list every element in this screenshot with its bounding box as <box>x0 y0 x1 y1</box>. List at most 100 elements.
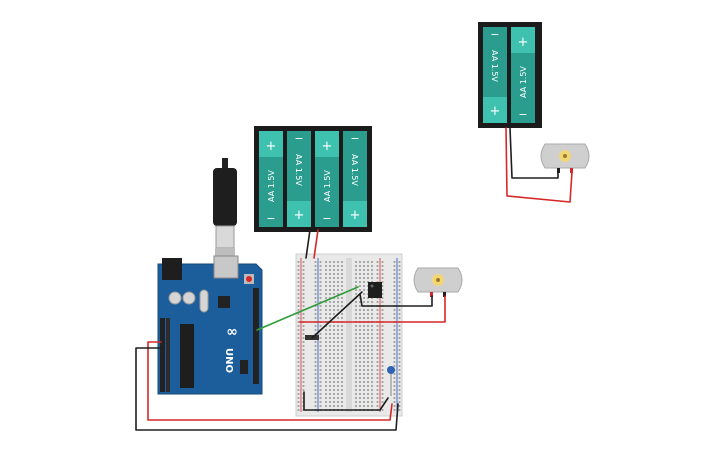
breadboard-hole <box>325 401 327 403</box>
ceramic-capacitor[interactable] <box>387 366 395 396</box>
breadboard-hole <box>314 381 317 383</box>
breadboard-hole <box>367 325 369 327</box>
battery-pack-2aa[interactable]: − + AA 1.5V + − AA 1.5V <box>478 22 542 128</box>
breadboard-hole <box>381 281 384 283</box>
breadboard-hole <box>371 405 373 407</box>
breadboard-hole <box>355 397 357 399</box>
dc-motor-2[interactable] <box>540 143 590 173</box>
breadboard-hole <box>325 385 327 387</box>
breadboard-hole <box>297 309 300 311</box>
breadboard-hole <box>359 373 361 375</box>
breadboard-hole <box>363 389 365 391</box>
breadboard-hole <box>359 349 361 351</box>
breadboard-hole <box>319 369 322 371</box>
breadboard-hole <box>376 313 379 315</box>
breadboard-hole <box>367 349 369 351</box>
breadboard[interactable] <box>295 253 403 417</box>
breadboard-hole <box>333 337 335 339</box>
breadboard-hole <box>329 265 331 267</box>
wire-black <box>303 391 389 411</box>
breadboard-hole <box>337 373 339 375</box>
breadboard-hole <box>337 273 339 275</box>
breadboard-hole <box>381 377 384 379</box>
breadboard-hole <box>319 293 322 295</box>
breadboard-hole <box>333 265 335 267</box>
breadboard-hole <box>363 269 365 271</box>
breadboard-hole <box>355 385 357 387</box>
breadboard-hole <box>337 349 339 351</box>
breadboard-hole <box>325 349 327 351</box>
dc-motor-1[interactable] <box>413 267 463 297</box>
crystal <box>199 289 209 313</box>
digital-header[interactable] <box>253 288 259 384</box>
power-header[interactable] <box>166 318 170 392</box>
breadboard-hole <box>302 357 305 359</box>
breadboard-hole <box>314 301 317 303</box>
breadboard-hole <box>371 349 373 351</box>
breadboard-hole <box>325 361 327 363</box>
breadboard-hole <box>376 397 379 399</box>
breadboard-hole <box>359 393 361 395</box>
breadboard-hole <box>329 405 331 407</box>
usb-cable[interactable] <box>213 158 237 262</box>
breadboard-hole <box>393 337 396 339</box>
battery-pack-4aa[interactable]: + − AA 1.5V − + AA 1.5V + − AA 1.5V − + … <box>254 126 372 232</box>
motor-driver-ic[interactable] <box>368 282 382 298</box>
breadboard-hole <box>341 333 343 335</box>
breadboard-hole <box>333 293 335 295</box>
breadboard-hole <box>393 393 396 395</box>
breadboard-hole <box>297 297 300 299</box>
breadboard-hole <box>393 269 396 271</box>
breadboard-hole <box>359 329 361 331</box>
breadboard-hole <box>398 381 401 383</box>
breadboard-hole <box>398 273 401 275</box>
breadboard-hole <box>341 281 343 283</box>
breadboard-hole <box>359 357 361 359</box>
usb-jack <box>213 255 239 279</box>
analog-header[interactable] <box>160 318 165 392</box>
breadboard-hole <box>371 401 373 403</box>
breadboard-hole <box>355 373 357 375</box>
breadboard-hole <box>398 333 401 335</box>
arduino-uno[interactable]: ∞ UNO <box>157 255 263 395</box>
breadboard-hole <box>393 341 396 343</box>
breadboard-hole <box>381 277 384 279</box>
breadboard-hole <box>329 393 331 395</box>
breadboard-hole <box>371 341 373 343</box>
breadboard-hole <box>359 277 361 279</box>
breadboard-hole <box>341 313 343 315</box>
breadboard-hole <box>371 277 373 279</box>
breadboard-hole <box>393 405 396 407</box>
breadboard-hole <box>337 277 339 279</box>
breadboard-hole <box>381 289 384 291</box>
breadboard-hole <box>359 401 361 403</box>
breadboard-hole <box>398 365 401 367</box>
breadboard-hole <box>381 381 384 383</box>
breadboard-hole <box>333 301 335 303</box>
breadboard-hole <box>341 297 343 299</box>
breadboard-hole <box>363 293 365 295</box>
breadboard-hole <box>337 385 339 387</box>
breadboard-hole <box>398 353 401 355</box>
breadboard-hole <box>325 357 327 359</box>
breadboard-hole <box>355 301 357 303</box>
breadboard-hole <box>302 281 305 283</box>
breadboard-hole <box>329 345 331 347</box>
wires <box>135 127 573 431</box>
breadboard-hole <box>333 377 335 379</box>
breadboard-hole <box>314 365 317 367</box>
breadboard-hole <box>376 373 379 375</box>
breadboard-hole <box>314 285 317 287</box>
breadboard-hole <box>319 345 322 347</box>
breadboard-hole <box>333 261 335 263</box>
breadboard-hole <box>398 385 401 387</box>
breadboard-hole <box>363 381 365 383</box>
breadboard-hole <box>325 301 327 303</box>
breadboard-hole <box>376 401 379 403</box>
breadboard-hole <box>297 385 300 387</box>
breadboard-hole <box>314 281 317 283</box>
breadboard-hole <box>359 281 361 283</box>
breadboard-hole <box>367 309 369 311</box>
breadboard-hole <box>314 373 317 375</box>
breadboard-hole <box>319 341 322 343</box>
